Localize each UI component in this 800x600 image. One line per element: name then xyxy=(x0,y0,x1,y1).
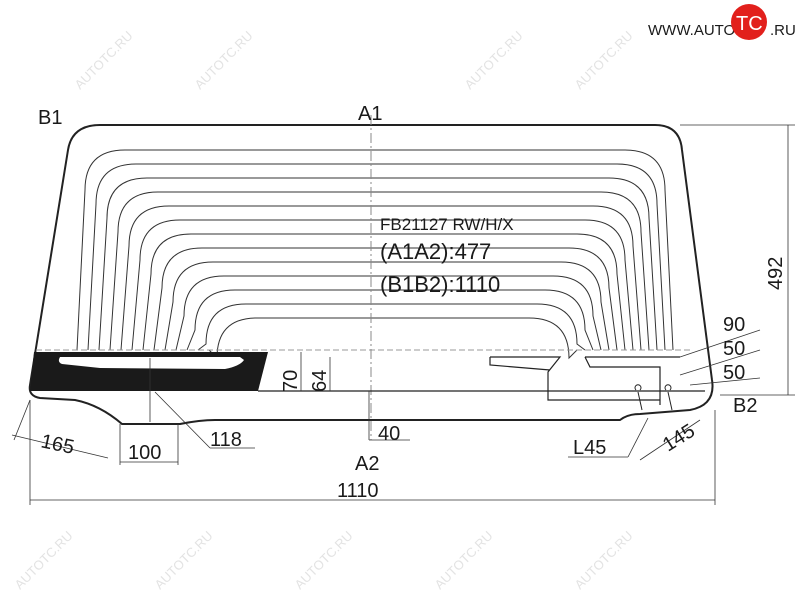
dim-100: 100 xyxy=(128,442,161,464)
heating-line xyxy=(87,163,666,351)
watermark-text: AUTOTC.RU xyxy=(192,28,256,92)
part-code: FB21127 RW/H/X xyxy=(380,215,514,234)
heating-lines xyxy=(76,149,674,360)
watermark-text: AUTOTC.RU xyxy=(152,528,216,592)
watermark-text: AUTOTC.RU xyxy=(572,528,636,592)
heating-line xyxy=(98,177,658,351)
watermark-text: AUTOTC.RU xyxy=(572,28,636,92)
heating-line xyxy=(197,303,586,351)
heating-line xyxy=(120,205,642,351)
point-b2: B2 xyxy=(733,395,757,417)
dim-50-top: 50 xyxy=(723,338,745,360)
logo-prefix: WWW.AUTO xyxy=(648,22,735,39)
connector-left xyxy=(634,384,643,411)
dim-l45: L45 xyxy=(573,437,606,459)
dim-70: 70 xyxy=(280,370,302,392)
heating-line xyxy=(109,191,650,351)
heating-line xyxy=(208,317,578,360)
watermark-text: AUTOTC.RU xyxy=(292,528,356,592)
connector-right xyxy=(664,384,673,411)
heating-line xyxy=(164,261,610,351)
dim-165: 165 xyxy=(39,430,76,458)
dim-height: 492 xyxy=(765,257,787,290)
dim-width: 1110 xyxy=(337,480,379,502)
dimension-lines xyxy=(11,124,795,505)
site-logo: WWW.AUTO TC .RU xyxy=(648,4,796,40)
heating-line xyxy=(153,247,618,351)
heating-line xyxy=(76,149,674,351)
heating-line xyxy=(131,219,634,351)
dim-64: 64 xyxy=(309,370,331,392)
dim-40: 40 xyxy=(378,423,400,445)
watermark-text: AUTOTC.RU xyxy=(432,528,496,592)
watermark-text: AUTOTC.RU xyxy=(12,528,76,592)
watermark-text: AUTOTC.RU xyxy=(72,28,136,92)
point-b1: B1 xyxy=(38,107,62,129)
dim-145: 145 xyxy=(659,420,699,456)
heating-line xyxy=(186,289,594,351)
watermark-layer: AUTOTC.RU AUTOTC.RU AUTOTC.RU AUTOTC.RU AUTO… xyxy=(12,28,636,592)
band-window xyxy=(58,357,244,369)
dimension-a1a2: (A1A2):477 xyxy=(380,239,491,264)
logo-mark: TC xyxy=(736,13,763,35)
point-a2: A2 xyxy=(355,453,379,475)
watermark-text: AUTOTC.RU xyxy=(462,28,526,92)
dim-90: 90 xyxy=(723,314,745,336)
brake-light-area xyxy=(489,356,680,405)
dimension-b1b2: (B1B2):1110 xyxy=(380,272,500,297)
heating-line xyxy=(142,233,626,351)
dim-50-bottom: 50 xyxy=(723,362,745,384)
logo-circle xyxy=(731,4,767,40)
dim-118: 118 xyxy=(210,429,242,451)
glass-outline xyxy=(28,124,714,425)
point-a1: A1 xyxy=(358,103,382,125)
heating-line xyxy=(175,275,602,351)
logo-suffix: .RU xyxy=(770,22,796,39)
